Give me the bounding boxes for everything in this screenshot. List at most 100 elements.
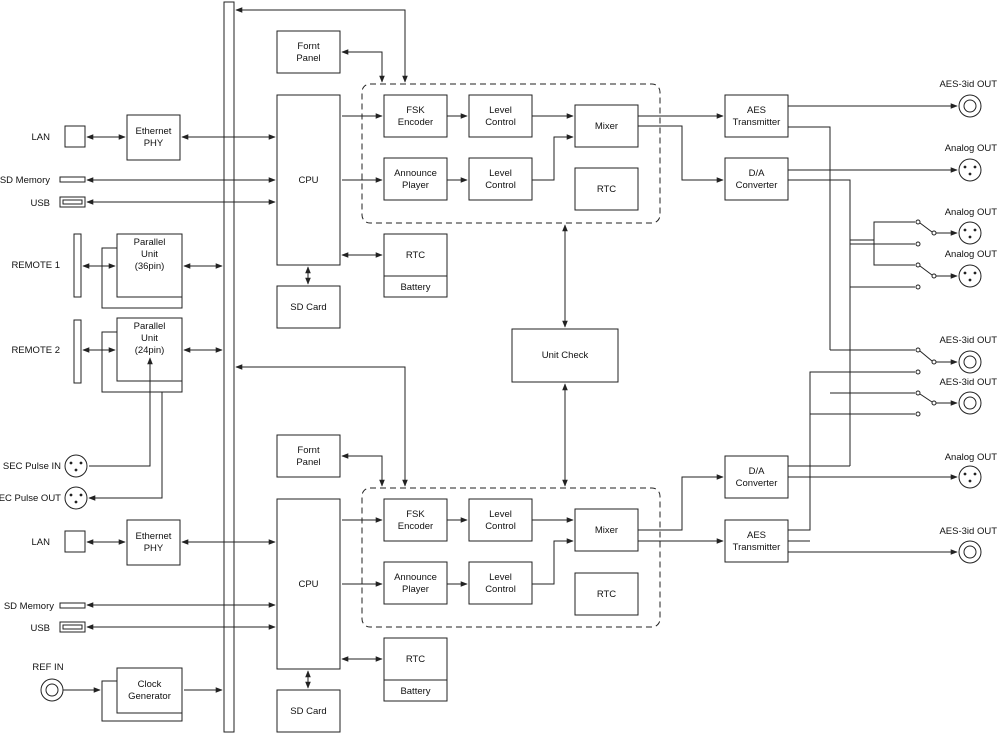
analog-out-label-1: Analog OUT [945,143,997,154]
cpu-block-1: CPU [276,94,341,266]
analog-out-label-2: Analog OUT [945,207,997,218]
sd-card-label: SD Card [290,706,326,717]
unit-check-block: Unit Check [511,328,619,383]
aes-out-label-4: AES-3id OUT [939,526,997,537]
usb-label-1: USB [30,198,50,209]
mixer-label: Mixer [595,121,618,132]
aes-out-label-3: AES-3id OUT [939,377,997,388]
usb-label-2: USB [30,623,50,634]
cpu-block-2: CPU [276,498,341,670]
battery-label: Battery [400,686,430,697]
sd-memory-label-1: SD Memory [0,175,50,186]
rtc-battery-block-2: RTC Battery [383,637,448,702]
remote1-connector [73,233,82,298]
aes-out-label-2: AES-3id OUT [939,335,997,346]
analog-out-xlr-icon [958,264,982,288]
rtc-battery-block-1: RTC Battery [383,233,448,298]
aes-out-bnc-icon [958,94,982,118]
battery-label: Battery [400,282,430,293]
analog-out-xlr-icon [958,221,982,245]
sec-pulse-out-label: SEC Pulse OUT [0,493,61,504]
sec-pulse-out-xlr-icon [64,486,88,510]
sd-memory-slot-1 [59,176,86,183]
aes-out-bnc-icon [958,540,982,564]
sec-pulse-in-label: SEC Pulse IN [3,461,61,472]
sd-memory-slot-2 [59,602,86,609]
remote2-connector [73,319,82,384]
rtc-label: RTC [406,250,425,261]
rtc-label: RTC [406,654,425,665]
mixer-block-2: Mixer [574,508,639,552]
rtc-inner-block-1: RTC [574,167,639,211]
analog-out-xlr-icon [958,158,982,182]
right-connectors: AES-3id OUT Analog OUT Analog OUT Analog… [939,79,997,564]
lan-label-2: LAN [32,537,51,548]
sd-card-block-1: SD Card [276,285,341,329]
sec-pulse-in-xlr-icon [64,454,88,478]
remote2-label: REMOTE 2 [11,345,60,356]
sd-memory-label-2: SD Memory [4,601,54,612]
cpu-label: CPU [298,579,318,590]
analog-out-xlr-icon [958,465,982,489]
audio-engine-group-1 [361,83,661,224]
audio-engine-group-2 [361,487,661,628]
ref-in-label: REF IN [32,662,63,673]
left-connectors: LAN SD Memory USB REMOTE 1 REMOTE 2 SEC … [0,125,88,702]
ref-in-bnc-icon [40,678,64,702]
aes-out-bnc-icon [958,391,982,415]
lan-label-1: LAN [32,132,51,143]
output-switch-icon [915,219,937,417]
system-bus [223,1,235,733]
analog-out-label-3: Analog OUT [945,249,997,260]
mixer-label: Mixer [595,525,618,536]
remote1-label: REMOTE 1 [11,260,60,271]
lan-port-1 [64,125,86,148]
aes-out-bnc-icon [958,350,982,374]
unit-check-label: Unit Check [542,350,589,361]
connections [63,7,958,693]
aes-out-label-1: AES-3id OUT [939,79,997,90]
sd-card-block-2: SD Card [276,689,341,733]
rtc-label: RTC [597,589,616,600]
rtc-label: RTC [597,184,616,195]
rtc-inner-block-2: RTC [574,572,639,616]
lan-port-2 [64,530,86,553]
